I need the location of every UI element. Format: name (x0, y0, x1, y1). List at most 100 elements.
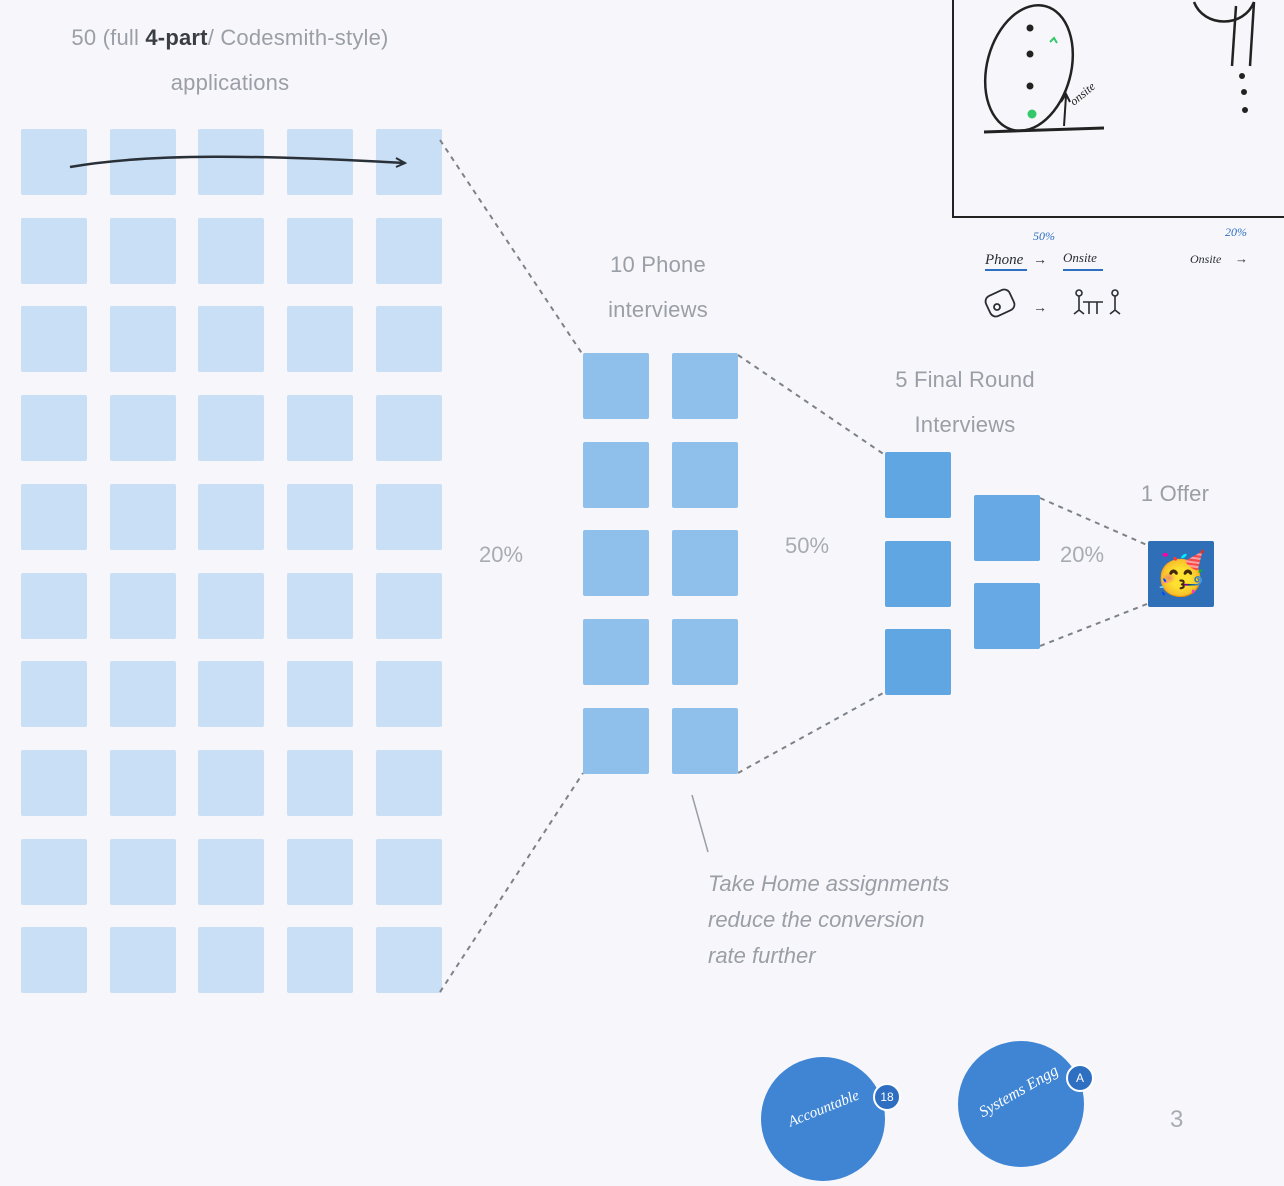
note-percent-b: 20% (1225, 225, 1247, 239)
phone-label-line2: interviews (608, 297, 708, 322)
application-tile (21, 483, 87, 550)
note-onsite-word-b: Onsite (1190, 252, 1222, 266)
phone-interview-tile (583, 441, 649, 508)
application-tile (287, 572, 354, 639)
application-tile (375, 838, 442, 905)
rate-phone-to-final: 50% (785, 533, 830, 558)
people-sketch-icon (1073, 289, 1121, 315)
application-tile (287, 129, 354, 195)
application-tile (109, 927, 176, 994)
avatar-accountable-badge: 18 (873, 1083, 901, 1111)
application-tile (375, 749, 442, 816)
sketch-onsite-label: onsite (1067, 79, 1098, 109)
application-tile (375, 661, 442, 728)
phone-interview-tile (671, 353, 738, 419)
application-tile (21, 749, 87, 816)
applications-label-bold: 4-part (145, 25, 208, 50)
application-tile (287, 395, 354, 462)
application-tile (375, 306, 442, 373)
application-tile (287, 217, 354, 284)
phone-interviews-label: 10 Phone interviews (570, 242, 746, 332)
application-tile (198, 572, 265, 639)
application-tile (109, 306, 176, 373)
application-tile (21, 306, 87, 373)
phone-interview-tile (671, 619, 738, 686)
application-tile (21, 661, 87, 728)
svg-text:→: → (1033, 253, 1047, 268)
application-tile (109, 129, 176, 195)
application-tile (21, 217, 87, 284)
applications-label-suffix: / Codesmith-style) (207, 25, 389, 50)
offer-label: 1 Offer (1140, 481, 1210, 506)
phone-interview-tile (583, 530, 649, 597)
sketch-drawing: onsite (983, 1, 1256, 134)
application-tile (198, 129, 265, 195)
application-tile (375, 483, 442, 550)
note-onsite-word: Onsite (1063, 250, 1097, 265)
avatar-accountable-text: Accountable (786, 1087, 862, 1131)
application-tile (109, 483, 176, 550)
final-round-tile (974, 495, 1040, 561)
application-tile (287, 306, 354, 373)
phone-interview-tile (671, 441, 738, 508)
application-tile (375, 572, 442, 639)
application-tile (109, 749, 176, 816)
application-tile (287, 749, 354, 816)
note-percent-a: 50% (1033, 229, 1055, 243)
application-tile (198, 749, 265, 816)
application-tile (21, 395, 87, 462)
offer-tile: 🥳 (1148, 541, 1214, 607)
application-tile (198, 661, 265, 728)
rate-final-to-offer: 20% (1060, 542, 1105, 567)
phone-sketch-icon (984, 288, 1016, 318)
avatar-accountable[interactable]: Accountable (761, 1057, 885, 1181)
application-tile (21, 572, 87, 639)
note-line2: reduce the conversion (708, 907, 925, 932)
application-tile (198, 927, 265, 994)
applications-label-line2: applications (170, 70, 290, 95)
page-number: 3 (1170, 1106, 1184, 1133)
application-tile (198, 217, 265, 284)
svg-text:→: → (1235, 251, 1248, 266)
avatar-systems-engg-badge: A (1066, 1064, 1094, 1092)
application-tile (21, 129, 87, 195)
application-tile (375, 395, 442, 462)
phone-interview-tile (583, 353, 649, 419)
final-round-tile (974, 583, 1040, 649)
note-line1: Take Home assignments (708, 871, 950, 896)
phone-interview-tile (583, 619, 649, 686)
handwritten-notes: 50% Phone → Onsite 20% Onsite → → (984, 225, 1248, 318)
phone-label-line1: 10 Phone (610, 252, 706, 277)
application-tile (287, 838, 354, 905)
final-round-tile (885, 541, 951, 607)
handwritten-sketch-box: onsite (952, 0, 1284, 218)
rate-apps-to-phone: 20% (479, 542, 524, 567)
applications-label: 50 (full 4-part/ Codesmith-style) applic… (20, 15, 440, 105)
application-tile (375, 927, 442, 994)
application-tile (198, 838, 265, 905)
final-round-label: 5 Final Round Interviews (860, 357, 1070, 447)
final-label-line1: 5 Final Round (895, 367, 1035, 392)
take-home-note: Take Home assignments reduce the convers… (708, 866, 1008, 974)
phone-interview-tile (583, 707, 649, 774)
final-label-line2: Interviews (914, 412, 1016, 437)
application-tile (375, 217, 442, 284)
final-round-tile (885, 452, 951, 518)
party-face-icon: 🥳 (1154, 550, 1208, 597)
application-tile (198, 483, 265, 550)
note-line3: rate further (708, 943, 816, 968)
note-phone-word: Phone (984, 252, 1024, 268)
application-tile (21, 927, 87, 994)
final-round-tile (885, 629, 951, 695)
application-tile (109, 217, 176, 284)
phone-interview-tile (671, 530, 738, 597)
applications-label-prefix: 50 (full (71, 25, 146, 50)
application-tile (109, 838, 176, 905)
application-tile (109, 395, 176, 462)
application-tile (287, 927, 354, 994)
application-tile (198, 306, 265, 373)
application-tile (109, 572, 176, 639)
application-tile (198, 395, 265, 462)
avatar-systems-engg[interactable]: Systems Engg (958, 1041, 1084, 1167)
svg-text:→: → (1033, 299, 1047, 315)
